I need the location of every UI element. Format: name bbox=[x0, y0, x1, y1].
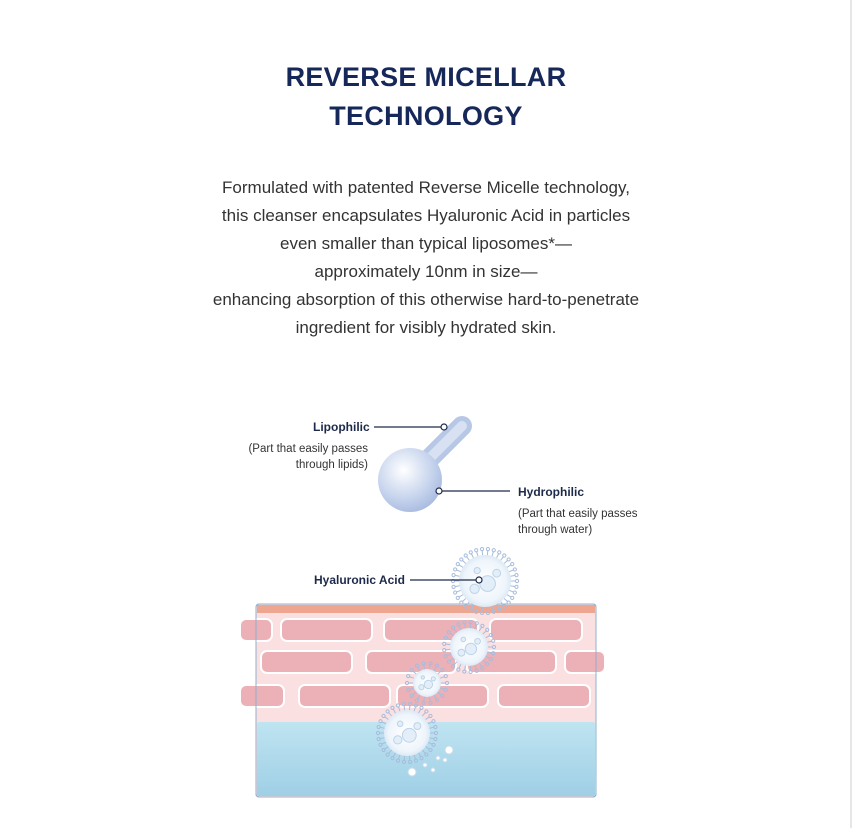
description-line: approximately 10nm in size— bbox=[314, 262, 538, 281]
description-line: this cleanser encapsulates Hyaluronic Ac… bbox=[221, 206, 631, 225]
hydrophilic-note-line: (Part that easily passes bbox=[518, 508, 638, 520]
title-line-2: TECHNOLOGY bbox=[329, 101, 523, 131]
hydrophilic-note-line: through water) bbox=[518, 524, 593, 536]
lipophilic-note-line: (Part that easily passes bbox=[248, 443, 368, 455]
description-line: ingredient for visibly hydrated skin. bbox=[295, 318, 557, 337]
title-line-1: REVERSE MICELLAR bbox=[285, 62, 567, 92]
reverse-micelle-particles bbox=[375, 547, 520, 764]
page-edge-divider bbox=[850, 0, 852, 828]
water-droplets bbox=[407, 745, 454, 777]
skin-cross-section bbox=[239, 603, 606, 798]
description-line: even smaller than typical liposomes*— bbox=[280, 234, 572, 253]
hydrophilic-note: (Part that easily passes through water) bbox=[518, 506, 638, 538]
callout-lines bbox=[374, 423, 510, 495]
micelle-particle-icon bbox=[442, 619, 497, 675]
micelle-particle-icon bbox=[404, 661, 450, 705]
page-title: REVERSE MICELLAR TECHNOLOGY bbox=[0, 58, 852, 136]
hydrophilic-label: Hydrophilic bbox=[518, 485, 585, 499]
lipophilic-note: (Part that easily passes through lipids) bbox=[248, 441, 368, 473]
micelle-particle-icon bbox=[450, 547, 520, 615]
amphiphilic-molecule-icon bbox=[378, 416, 472, 512]
hyaluronic-callout-line bbox=[410, 576, 483, 584]
hyaluronic-acid-label: Hyaluronic Acid bbox=[314, 573, 405, 587]
lipophilic-note-line: through lipids) bbox=[295, 459, 368, 471]
micelle-particle-icon bbox=[375, 702, 439, 764]
description-line: Formulated with patented Reverse Micelle… bbox=[222, 178, 630, 197]
lipophilic-label: Lipophilic bbox=[313, 420, 370, 434]
description: Formulated with patented Reverse Micelle… bbox=[0, 174, 852, 342]
description-line: enhancing absorption of this otherwise h… bbox=[212, 290, 640, 309]
